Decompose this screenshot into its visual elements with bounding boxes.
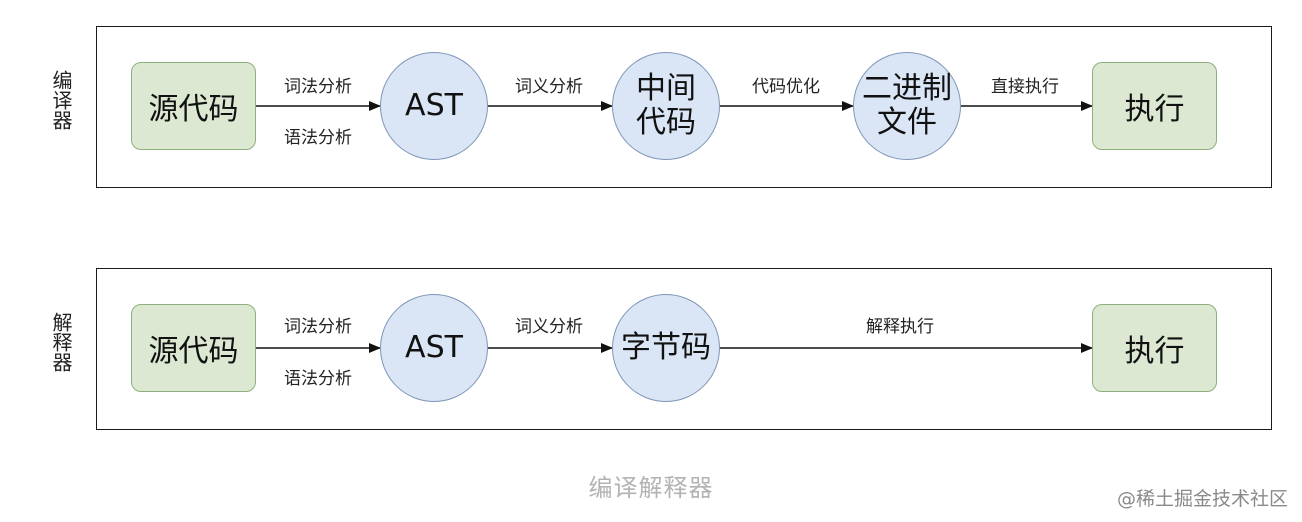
interpreter-side-label: 解释器 <box>49 312 73 372</box>
interpreter-lexical-analysis-label: 词法分析 <box>284 317 352 337</box>
figure-caption: 编译解释器 <box>588 474 714 502</box>
interpreter-interpret-execution-label: 解释执行 <box>866 317 934 337</box>
compiler-ast-node: AST <box>380 52 488 160</box>
interpreter-ast-node: AST <box>380 294 488 402</box>
interpreter-source-code-node: 源代码 <box>131 304 256 392</box>
compiler-syntax-analysis-label: 语法分析 <box>284 128 352 148</box>
compiler-intermediate-code-node: 中间 代码 <box>612 52 720 160</box>
compiler-binary-file-node: 二进制 文件 <box>853 52 961 160</box>
interpreter-execute-node: 执行 <box>1092 304 1217 392</box>
source-watermark: @稀土掘金技术社区 <box>1116 488 1288 510</box>
interpreter-syntax-analysis-label: 语法分析 <box>284 369 352 389</box>
compiler-semantic-analysis-label: 词义分析 <box>515 77 583 97</box>
compiler-source-code-node: 源代码 <box>131 62 256 150</box>
interpreter-bytecode-node: 字节码 <box>612 294 720 402</box>
interpreter-semantic-analysis-label: 词义分析 <box>515 317 583 337</box>
compiler-code-optimization-label: 代码优化 <box>752 77 820 97</box>
compiler-direct-execution-label: 直接执行 <box>991 77 1059 97</box>
compiler-execute-node: 执行 <box>1092 62 1217 150</box>
compiler-side-label: 编译器 <box>49 70 73 130</box>
compiler-lexical-analysis-label: 词法分析 <box>284 77 352 97</box>
